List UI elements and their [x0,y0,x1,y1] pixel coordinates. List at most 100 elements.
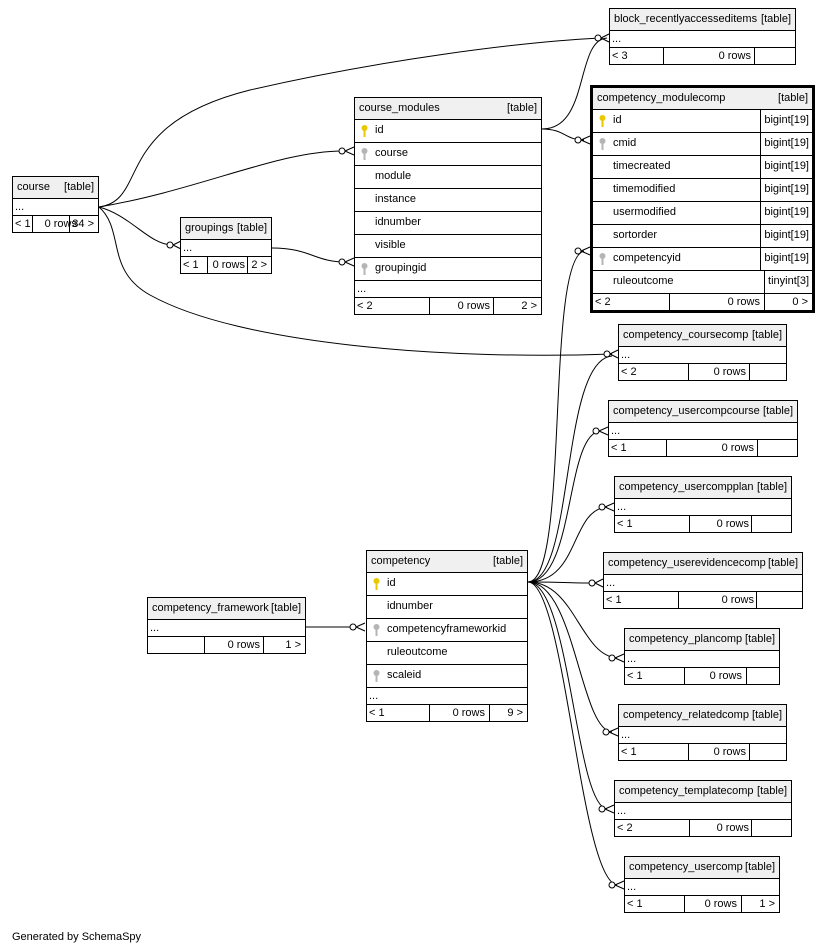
row-count: 0 rows [663,48,755,64]
crowfoot-circle [588,579,596,587]
table-ellipsis: ... [625,879,779,896]
table-header: competency[table] [367,551,527,573]
edge-course-groupings [98,206,173,246]
children-count: 2 > [247,257,271,273]
column-datatype: tinyint[3] [764,271,812,293]
table-competency-modulecomp[interactable]: competency_modulecomp[table] id bigint[19… [590,85,815,313]
table-footer: < 1 0 rows [609,440,797,456]
table-header: course_modules[table] [355,98,541,120]
crowfoot-circle [603,350,611,358]
foreign-key-icon [361,263,368,275]
foreign-key-icon [361,148,368,160]
column-datatype: bigint[19] [760,133,812,155]
generator-credit: Generated by SchemaSpy [12,931,142,943]
table-ellipsis: ... [610,31,795,48]
table-header: competency_framework[table] [148,598,305,620]
table-ellipsis: ... [615,803,791,820]
table-block-recentlyaccesseditems[interactable]: block_recentlyaccesseditems[table] ... <… [609,8,796,65]
table-name: competency_plancomp [629,633,743,645]
column-datatype: bigint[19] [760,202,812,224]
row-count: 0 rows [207,257,249,273]
table-type: [table] [752,329,782,341]
crowfoot-circle [598,503,606,511]
table-type: [table] [745,861,775,873]
children-count [754,48,795,64]
crowfoot-circle [166,241,174,249]
row-count: 0 rows [689,820,753,836]
table-header: competency_coursecomp[table] [619,325,786,347]
column-name: course [375,147,409,159]
edge-competency-relatedcomp [527,581,613,733]
table-ellipsis: ... [181,240,271,257]
table-ellipsis: ... [13,199,98,216]
table-type: [table] [763,405,793,417]
table-ellipsis: ... [604,575,802,592]
row-count: 0 rows [684,668,746,684]
table-name: block_recentlyaccesseditems [614,13,758,25]
table-competency-userevidencecomp[interactable]: competency_userevidencecomp[table] ... <… [603,552,803,609]
parents-count: < 1 [621,746,637,758]
table-type: [table] [757,481,787,493]
table-name: competency_framework [152,602,269,614]
column-row: ruleoutcome [367,642,527,665]
column-name: module [375,170,412,182]
children-count: 9 > [489,705,527,721]
edge-competency-plancomp [527,581,618,659]
foreign-key-icon [599,253,606,265]
table-name: groupings [185,222,234,234]
children-count [751,516,791,532]
children-count [751,820,791,836]
table-competency[interactable]: competency[table] id idnumber competency… [366,550,528,722]
table-name: competency_userevidencecomp [608,557,766,569]
column-row: competencyframeworkid [367,619,527,642]
column-row: id [367,573,527,596]
column-row: groupingid [355,258,541,281]
table-name: course [17,181,51,193]
parents-count: < 1 [611,442,627,454]
column-name: visible [375,239,406,251]
table-header: competency_modulecomp[table] [593,88,812,110]
primary-key-icon [373,578,380,590]
table-ellipsis: ... [615,499,791,516]
crowfoot-circle [594,34,602,42]
row-count: 0 rows [666,440,758,456]
table-type: [table] [507,102,537,114]
table-competency-usercompcourse[interactable]: competency_usercompcourse[table] ... < 1… [608,400,798,457]
column-name: instance [375,193,416,205]
children-count: 0 > [764,294,812,310]
column-name: competencyid [613,252,681,264]
row-count: 0 rows [688,364,750,380]
column-datatype: bigint[19] [760,179,812,201]
table-type: [table] [778,92,808,104]
table-name: competency [371,555,431,567]
parents-count: < 2 [357,300,373,312]
table-ellipsis: ... [609,423,797,440]
edge-competency-usercompcourse [527,430,601,583]
edge-competency-modulecomp [527,250,585,583]
table-name: competency_coursecomp [623,329,749,341]
column-name: id [613,114,622,126]
parents-count: < 1 [183,259,199,271]
table-course-modules[interactable]: course_modules[table] id course module i… [354,97,542,315]
table-type: [table] [237,222,267,234]
